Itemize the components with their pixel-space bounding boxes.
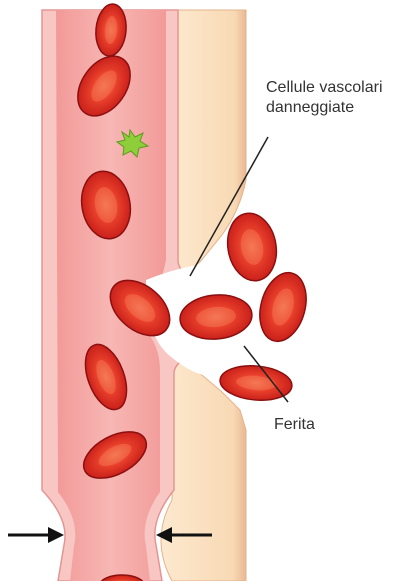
red-blood-cell — [219, 363, 294, 403]
damaged-cells-label-line-2: danneggiate — [266, 98, 383, 118]
damaged-cells-label: Cellule vascolari danneggiate — [266, 78, 383, 118]
wound-label: Ferita — [274, 415, 315, 435]
arrow-right-icon — [8, 527, 64, 543]
damaged-cells-label-line-1: Cellule vascolari — [266, 78, 383, 98]
